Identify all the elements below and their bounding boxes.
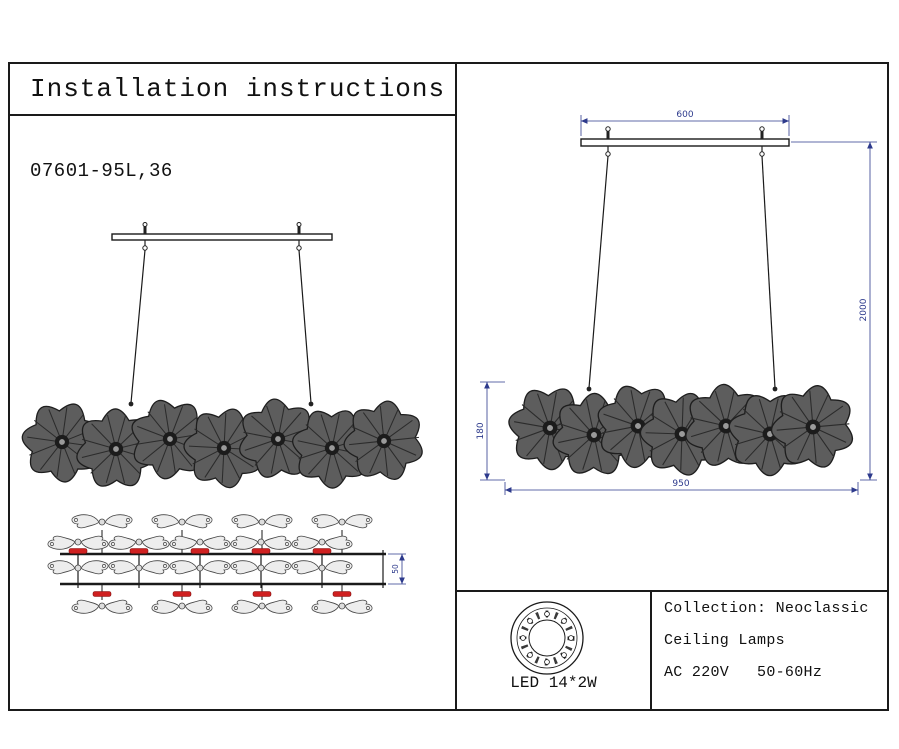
suspension-wires (128, 249, 314, 407)
page-title: Installation instructions (30, 74, 446, 104)
dimension-suspension-height: 2000 (791, 141, 877, 481)
center-divider (455, 62, 457, 711)
sheet-border (8, 62, 889, 711)
ceiling-bar (111, 222, 333, 251)
top-view-drawing: 50 (47, 514, 406, 614)
dimension-ceiling-plate-width: 600 (580, 110, 790, 136)
right-dimensioned-drawing: 600 180 950 (476, 110, 877, 495)
title-underline (8, 114, 457, 116)
led-module-diagram (510, 601, 584, 675)
lace-ornaments (47, 514, 373, 614)
collection-label: Collection: Neoclassic (664, 600, 869, 617)
dimension-label-ceiling-plate-width: 600 (676, 110, 693, 120)
dimension-label-fixture-width: 950 (672, 479, 689, 489)
suspension-wires (586, 155, 778, 392)
flower-lamp-row (501, 373, 856, 485)
bottom-panel-divider (455, 590, 889, 592)
led-spec-label: LED 14*2W (510, 674, 597, 692)
power-label: AC 220V 50-60Hz (664, 664, 823, 681)
dimension-top-view-depth: 50 (388, 553, 406, 585)
flower-lamp-row (16, 387, 426, 498)
dimension-fixture-height: 180 (476, 381, 505, 481)
led-ring (510, 601, 584, 675)
ceiling-bar (580, 126, 790, 157)
dimension-fixture-width: 950 (504, 479, 859, 495)
dimension-label-top-view-depth: 50 (391, 564, 400, 574)
category-label: Ceiling Lamps (664, 632, 785, 649)
left-side-view-drawing (16, 222, 426, 498)
led-info-divider (650, 590, 652, 711)
dimension-label-fixture-height: 180 (476, 422, 486, 439)
dimension-label-suspension-height: 2000 (859, 298, 869, 321)
model-number: 07601-95L,36 (30, 160, 173, 182)
